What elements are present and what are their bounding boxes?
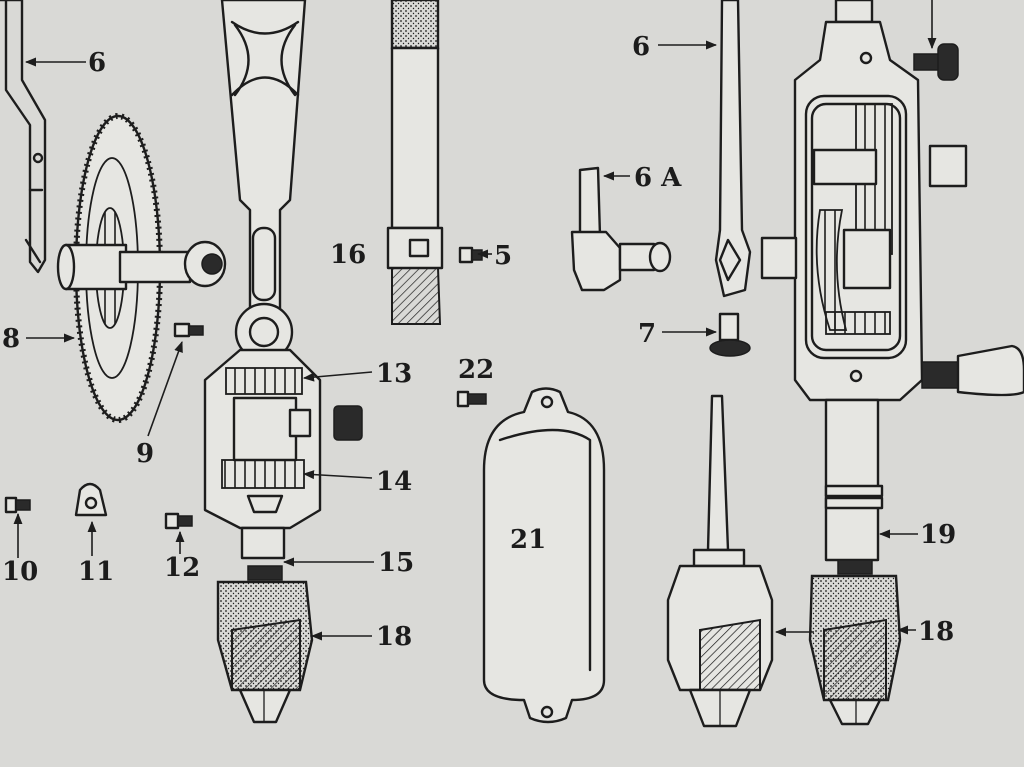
label-21: 21 [510, 525, 546, 555]
part-9-screw [173, 322, 204, 338]
part-8-drive-gear [56, 113, 227, 423]
label-19: 19 [920, 520, 956, 550]
part-12-screw [164, 512, 193, 530]
label-12: 12 [164, 553, 200, 583]
label-15: 15 [378, 548, 414, 578]
label-6a: 6 A [634, 163, 682, 193]
label-22: 22 [458, 355, 494, 385]
label-10: 10 [2, 557, 38, 587]
part-5-screw [458, 246, 483, 264]
leader-arrows [13, 0, 937, 641]
part-11-clip [74, 482, 108, 517]
label-5: 5 [494, 241, 512, 271]
label-13: 13 [376, 359, 412, 389]
hand-drill-right [760, 0, 1024, 726]
part-10-screw [4, 496, 31, 514]
chuck-with-taper-shank [666, 394, 774, 728]
label-8: 8 [2, 324, 20, 354]
label-11: 11 [78, 557, 114, 587]
part-22-screw [456, 390, 487, 408]
label-7: 7 [638, 319, 656, 349]
label-14: 14 [376, 467, 412, 497]
label-18-right: 18 [918, 617, 954, 647]
label-16: 16 [330, 240, 366, 270]
label-18-left: 18 [376, 622, 412, 652]
part-6a-crank-fitting [570, 166, 672, 292]
part-7-thumb-screw [709, 312, 751, 357]
part-6-crank-arm-left [0, 0, 47, 274]
label-6-right: 6 [632, 32, 650, 62]
label-6-left: 6 [88, 48, 106, 78]
hand-drill-center [203, 0, 363, 724]
label-9: 9 [136, 439, 154, 469]
part-6-crank-arm-right [714, 0, 752, 298]
part-16-spindle-bar [386, 0, 444, 325]
part-21-cover-plate [482, 387, 606, 724]
